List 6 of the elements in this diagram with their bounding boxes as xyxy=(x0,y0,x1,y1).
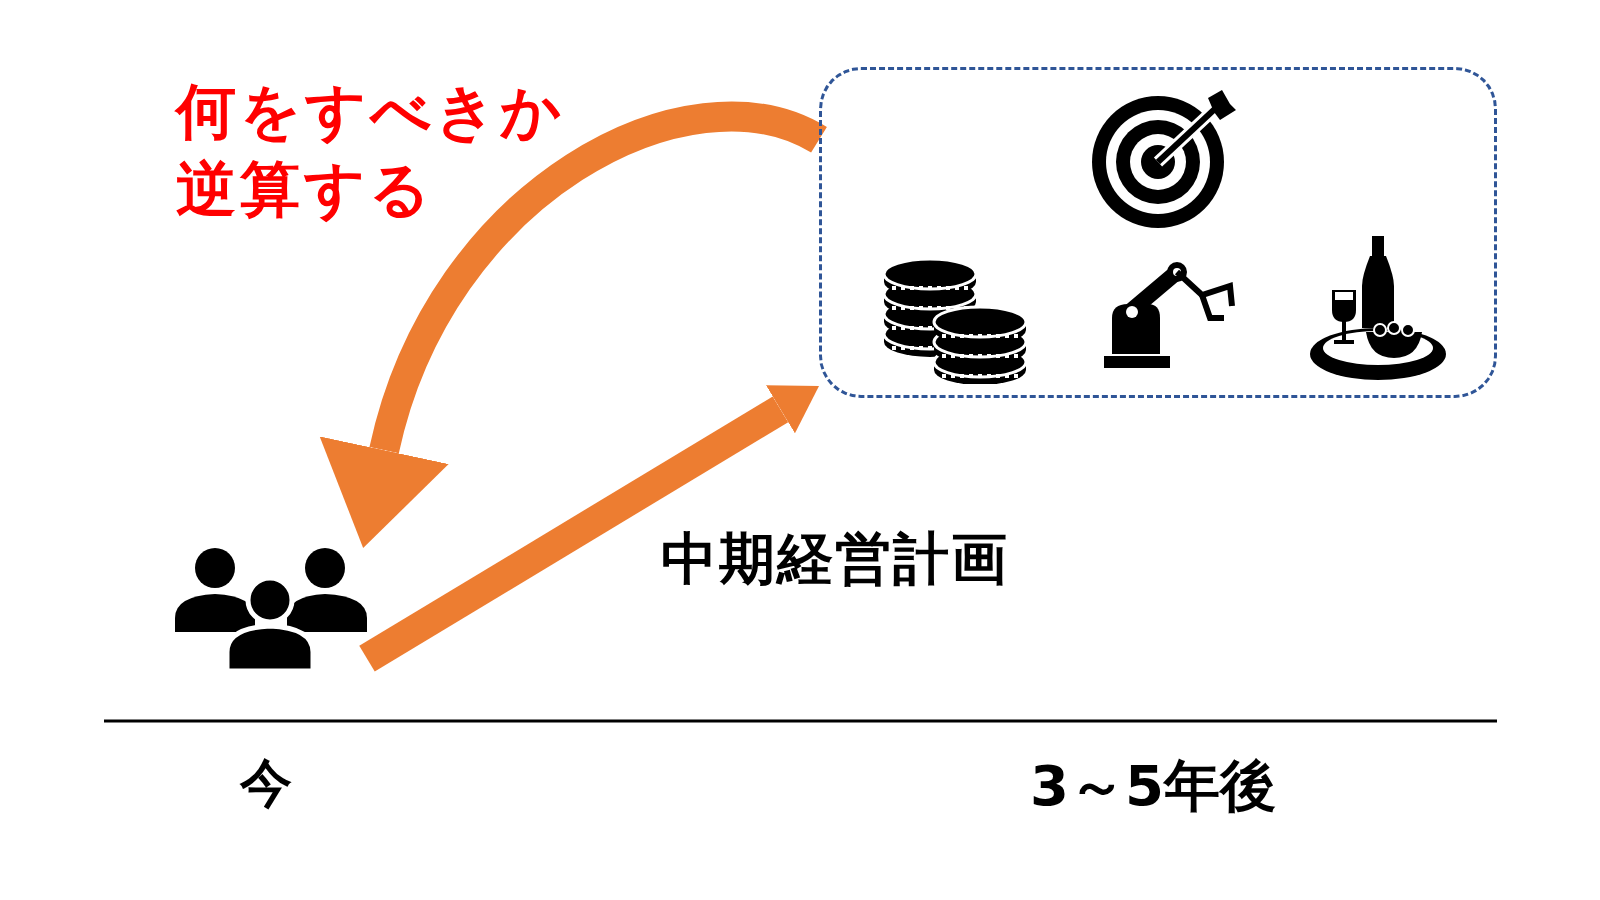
annotation-text: 何をすべきか逆算する xyxy=(176,75,566,226)
people-icon xyxy=(175,548,367,671)
dashed-group-box xyxy=(819,67,1497,398)
time-label: 今 xyxy=(240,752,292,815)
time-label: 3～5年後 xyxy=(1030,752,1276,820)
curved-arrow xyxy=(320,102,826,547)
